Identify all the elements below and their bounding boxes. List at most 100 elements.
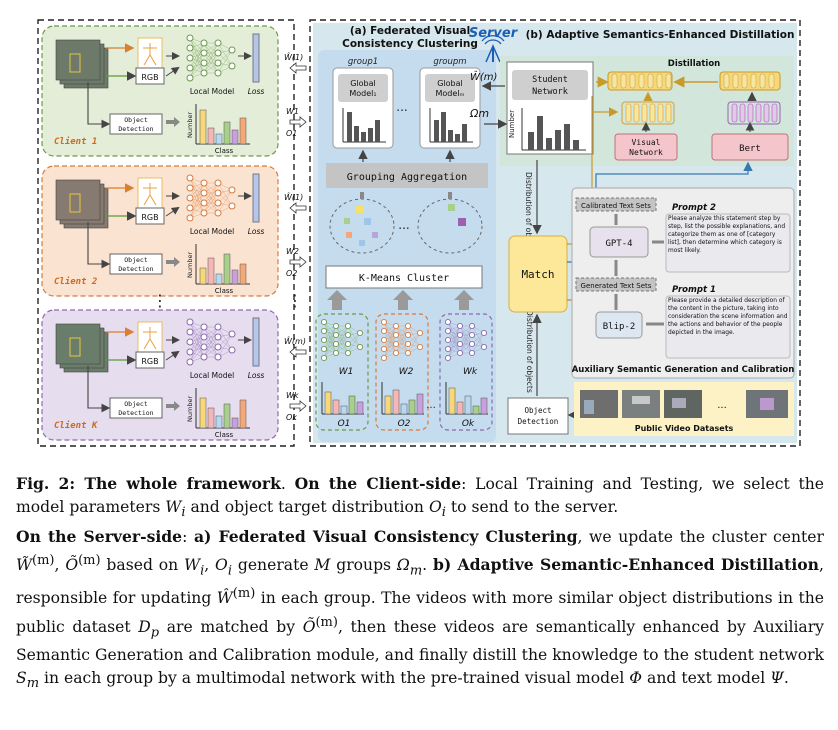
- global-group-1: group1 Global Model₁: [332, 57, 394, 149]
- server-w-label: W1: [339, 367, 354, 377]
- number-label: Number: [186, 396, 194, 422]
- omega-m-label: Ωm: [469, 107, 489, 120]
- client-server-link: [289, 346, 307, 412]
- local-model-label: Local Model: [190, 371, 234, 380]
- w-label: W1: [286, 107, 299, 116]
- prompt2-box: [665, 213, 791, 273]
- text-feature-bar: [731, 103, 738, 123]
- server-w-label: Wk: [463, 367, 478, 377]
- neural-network-icon: [320, 318, 364, 362]
- calibrated-text-sets-label: Calibrated Text Sets: [581, 202, 651, 210]
- svg-text:Detection: Detection: [118, 409, 153, 417]
- number-label: Number: [186, 112, 194, 138]
- w-hat-label: Ŵ(1): [284, 191, 303, 202]
- neural-network-icon: [186, 174, 236, 222]
- text-feature-bar: [739, 103, 746, 123]
- cluster-dots: ...: [398, 218, 409, 232]
- section-a-title-line1: (a) Federated Visual: [350, 25, 470, 37]
- bert-label: Bert: [739, 144, 761, 154]
- loss-label: Loss: [248, 371, 265, 380]
- server-frame: [309, 19, 801, 447]
- server-object-detection-box: [507, 397, 569, 435]
- server-o-label: O1: [338, 419, 351, 429]
- blip2-label: Blip-2: [603, 322, 636, 332]
- svg-text:Detection: Detection: [118, 125, 153, 133]
- server-w-label: W2: [399, 367, 414, 377]
- text-feature-bar: [755, 103, 762, 123]
- class-label: Class: [215, 431, 234, 439]
- rgb-box: [135, 67, 165, 85]
- loss-label: Loss: [248, 87, 265, 96]
- server-title: Server: [469, 26, 519, 41]
- w-label: Wk: [286, 391, 299, 400]
- bar-chart-icon: [321, 382, 364, 415]
- figure-caption: Fig. 2: The whole framework. On the Clie…: [16, 472, 824, 696]
- student-number-label: Number: [508, 110, 516, 138]
- link-ellipsis: ⋮: [287, 291, 303, 310]
- gpt4-box: [589, 226, 649, 258]
- section-b-title: (b) Adaptive Semantics-Enhanced Distilla…: [526, 29, 795, 41]
- class-label: Class: [215, 147, 234, 155]
- rgb-label: RGB: [141, 357, 158, 366]
- text-feature-bar: [747, 103, 754, 123]
- distillation-label: Distillation: [668, 59, 720, 69]
- rgb-label: RGB: [141, 213, 158, 222]
- number-label: Number: [186, 252, 194, 278]
- bar-chart-icon: [195, 104, 250, 145]
- student-network-box: [512, 70, 588, 100]
- object-detection-box: [109, 113, 163, 135]
- svg-text:Object: Object: [124, 256, 148, 264]
- caption-client-side: On the Client-side: [294, 474, 462, 493]
- global-dots: ...: [396, 100, 407, 114]
- visual-feature-bar: [641, 103, 648, 123]
- svg-text:Network: Network: [629, 148, 663, 157]
- match-box: [508, 235, 568, 313]
- caption-server-side: On the Server-side: [16, 526, 183, 546]
- svg-text:Detection: Detection: [518, 417, 559, 426]
- calibrated-text-sets-box: [575, 197, 657, 212]
- video-frame-icon: [55, 39, 109, 89]
- bar-chart-icon: [445, 382, 488, 415]
- server-o-label: O2: [398, 419, 411, 429]
- w-hat-label: Ŵ(1): [284, 51, 303, 62]
- aux-title: Auxiliary Semantic Generation and Calibr…: [572, 365, 795, 375]
- rgb-box: [135, 351, 165, 369]
- o-label: Ok: [286, 413, 297, 422]
- neural-network-icon: [186, 34, 236, 82]
- client-name: Client K: [54, 420, 99, 431]
- section-a-title-line2: Consistency Clustering: [342, 38, 478, 50]
- svg-text:Detection: Detection: [118, 265, 153, 273]
- svg-text:Model₁: Model₁: [349, 89, 376, 98]
- svg-text:Visual: Visual: [632, 138, 661, 147]
- bar-chart-icon: [195, 244, 250, 285]
- visual-feature-bar: [625, 103, 632, 123]
- client-models-dots: ...: [426, 400, 436, 411]
- o-label: O1: [286, 129, 297, 138]
- bert-box: [711, 133, 789, 161]
- gpt4-label: GPT-4: [605, 239, 632, 249]
- neural-network-icon: [444, 318, 488, 362]
- grouping-aggregation-box: [326, 163, 488, 188]
- client-name: Client 1: [54, 136, 97, 147]
- text-feature-bar: [763, 103, 770, 123]
- w-hat-label: Ŵ(m): [284, 335, 306, 346]
- bar-chart-icon: [381, 382, 424, 415]
- visual-feature-bar: [665, 103, 672, 123]
- client-server-link: [289, 62, 307, 128]
- prompt1-text: Please provide a detailed description of…: [668, 298, 788, 336]
- client-server-link: [289, 202, 307, 268]
- groupm-label: groupm: [433, 57, 466, 67]
- visual-feature-bar: [657, 103, 664, 123]
- visual-feature-bar: [633, 103, 640, 123]
- server-o-label: Ok: [462, 419, 475, 429]
- global-group-m: groupm Global Modelₘ: [419, 57, 481, 149]
- visual-network-box: [614, 133, 678, 161]
- prompt1-title: Prompt 1: [672, 285, 716, 295]
